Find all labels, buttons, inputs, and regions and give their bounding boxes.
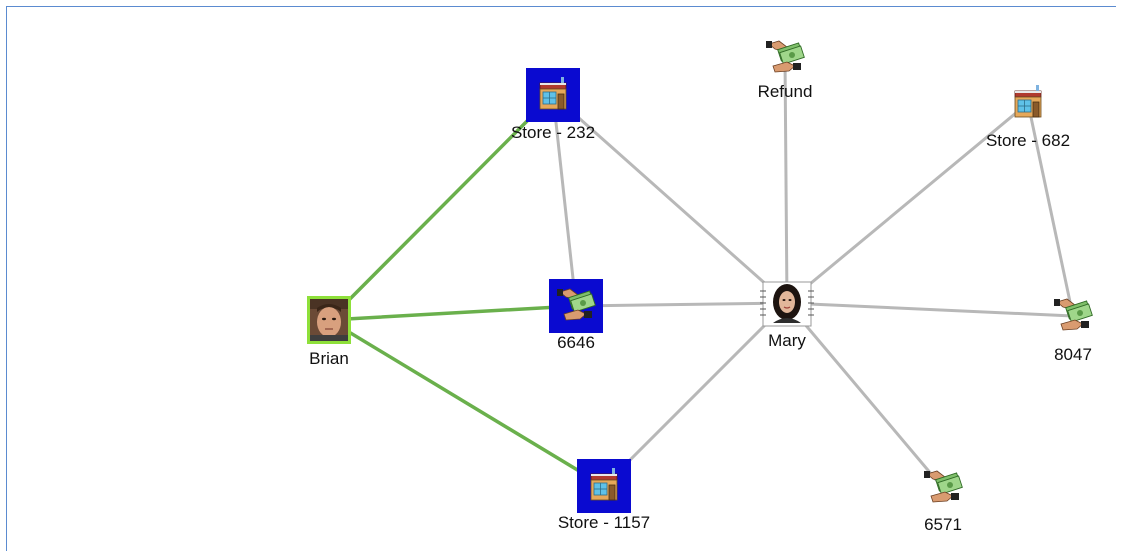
node-label: 6646	[557, 333, 595, 352]
money-exchange-icon	[924, 470, 963, 503]
edge-store1157-mary[interactable]	[602, 301, 789, 488]
node-mary[interactable]: Mary	[760, 281, 814, 350]
canvas-frame	[6, 6, 1116, 551]
node-t6646[interactable]: 6646	[549, 279, 603, 352]
person-photo-icon	[307, 296, 351, 344]
node-label: Refund	[758, 82, 813, 101]
edge-mary-t8047[interactable]	[785, 301, 1075, 318]
node-label: Store - 232	[511, 123, 595, 142]
node-label: 6571	[924, 515, 962, 534]
node-t8047[interactable]: 8047	[1054, 298, 1093, 364]
store-icon	[526, 68, 580, 122]
edge-brian-store232[interactable]	[327, 93, 555, 322]
node-label: Store - 682	[986, 131, 1070, 150]
node-store232[interactable]: Store - 232	[511, 68, 595, 142]
node-refund[interactable]: Refund	[758, 40, 813, 101]
money-exchange-icon	[1054, 298, 1093, 331]
edge-store232-mary[interactable]	[551, 93, 789, 305]
money-exchange-icon	[766, 40, 805, 73]
node-brian[interactable]: Brian	[307, 296, 351, 368]
node-t6571[interactable]: 6571	[924, 470, 963, 534]
node-label: Mary	[768, 331, 806, 350]
edges-layer	[327, 56, 1075, 490]
node-store1157[interactable]: Store - 1157	[558, 459, 650, 532]
edge-t6646-mary[interactable]	[574, 301, 789, 308]
store-icon	[1014, 85, 1042, 118]
edge-store232-t6646[interactable]	[551, 93, 578, 308]
edge-refund-mary[interactable]	[783, 56, 789, 305]
edge-brian-t6646[interactable]	[327, 304, 578, 322]
node-label: Brian	[309, 349, 349, 368]
store-icon	[577, 459, 631, 513]
person-photo-icon	[760, 281, 814, 327]
edge-mary-t6571[interactable]	[785, 301, 945, 490]
node-store682[interactable]: Store - 682	[986, 85, 1070, 150]
edge-store682-t8047[interactable]	[1026, 101, 1075, 318]
node-label: 8047	[1054, 345, 1092, 364]
edge-store682-mary[interactable]	[785, 101, 1030, 305]
edge-brian-store1157[interactable]	[327, 318, 606, 488]
node-label: Store - 1157	[558, 513, 650, 532]
money-exchange-icon	[549, 279, 603, 333]
